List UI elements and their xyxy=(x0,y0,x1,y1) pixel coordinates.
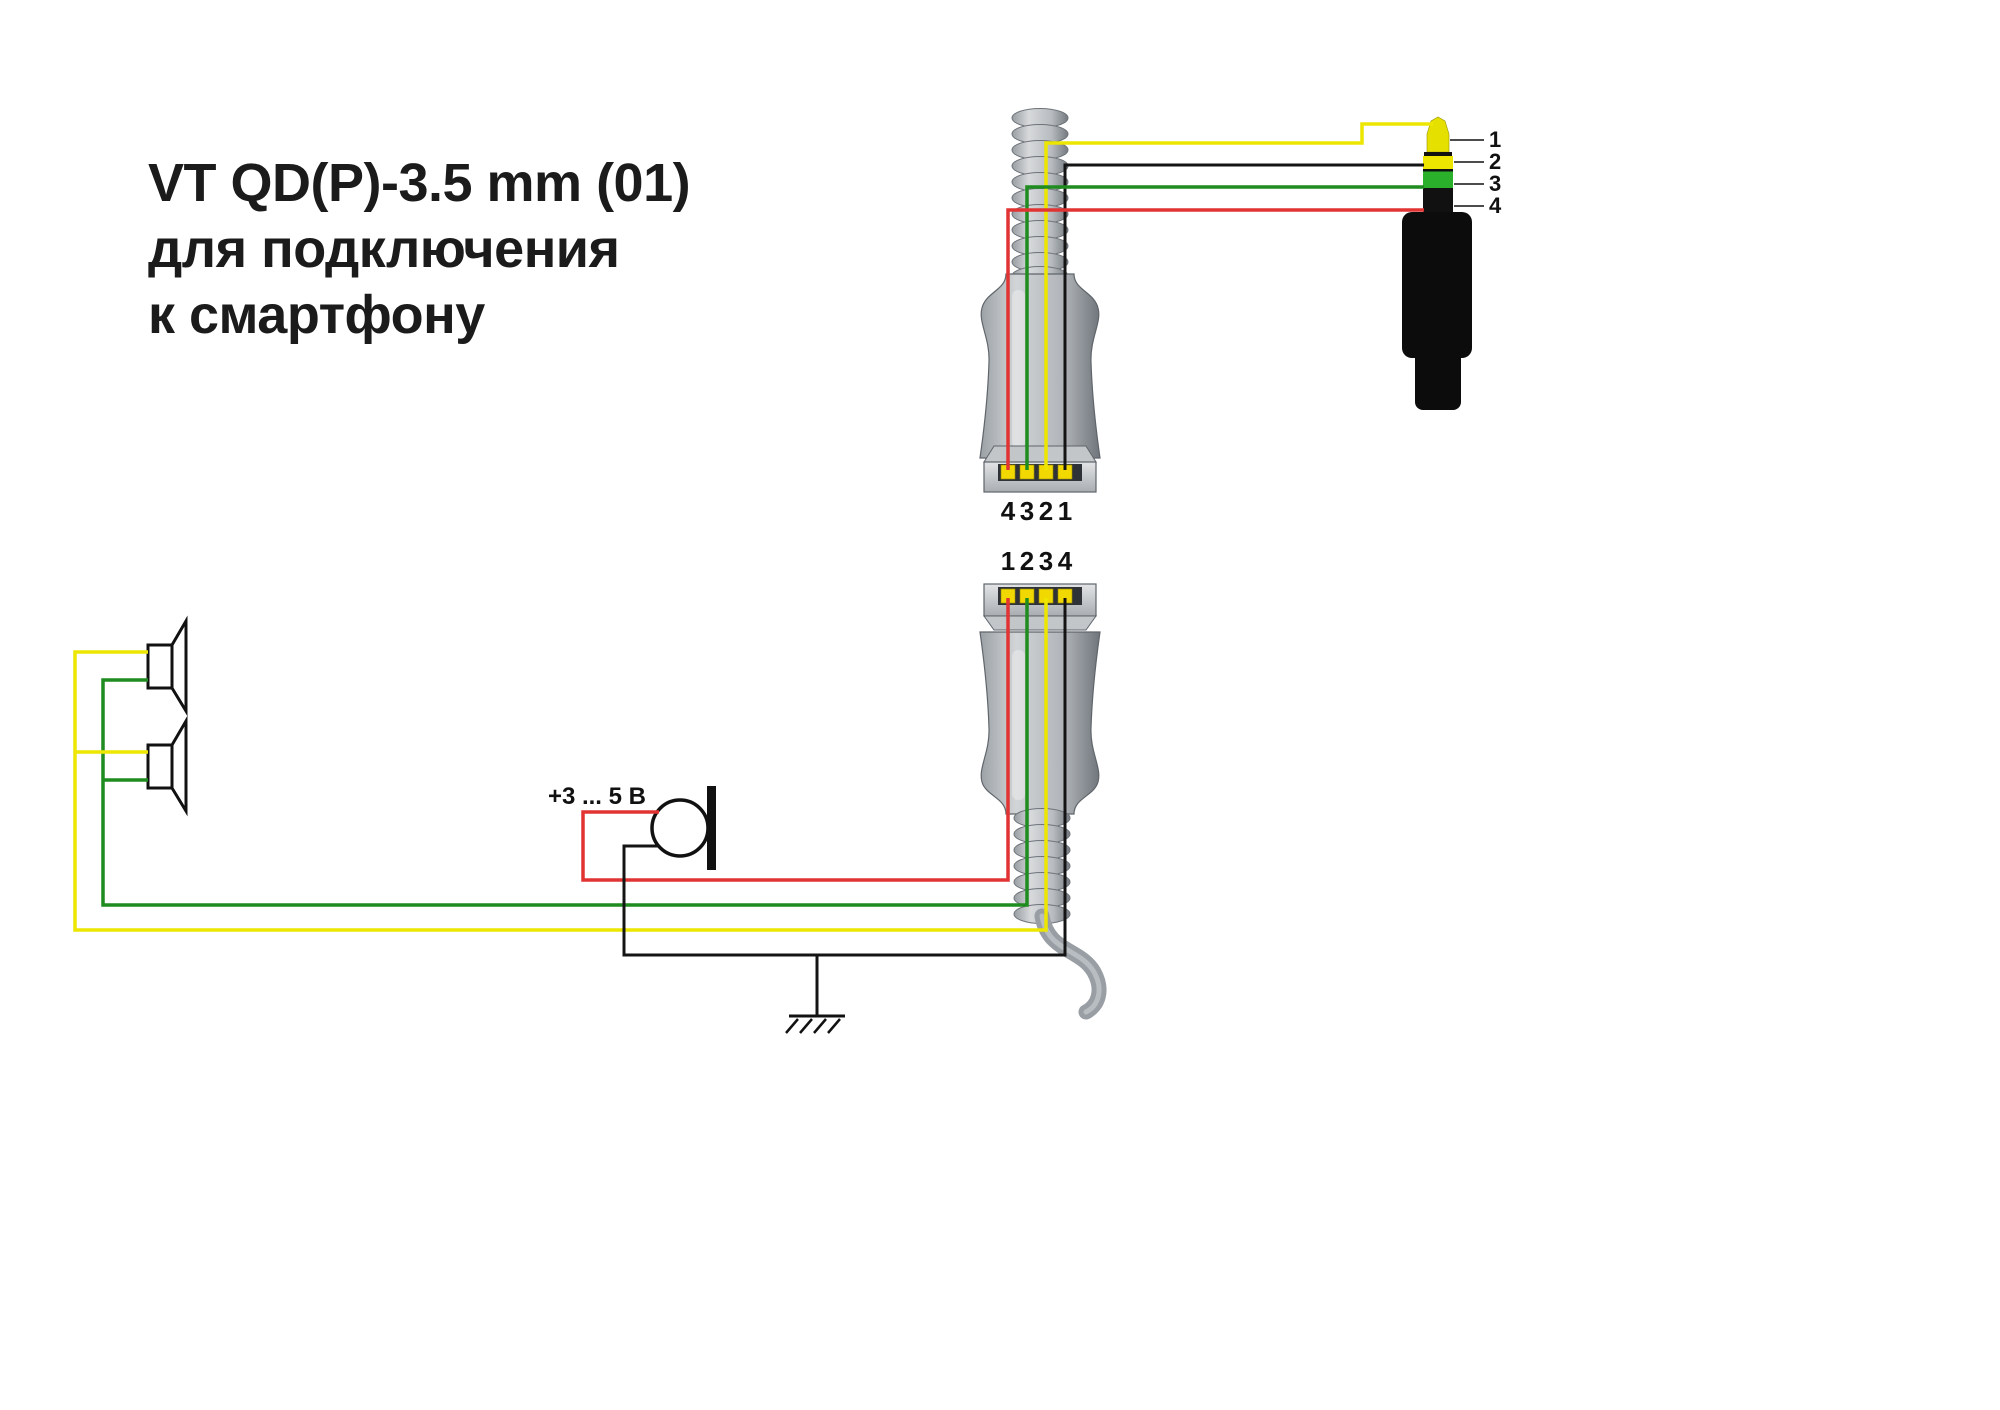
wire-black-bottom xyxy=(622,598,1067,957)
plug-handle-lower xyxy=(1415,350,1461,410)
plug-pin-label: 2 xyxy=(1489,149,1501,174)
microphone-capsule xyxy=(650,798,710,858)
jack-plug-3_5mm xyxy=(1402,116,1484,410)
qd-bottom-pin-label: 4 xyxy=(1058,546,1073,576)
speaker-2-cone xyxy=(170,715,188,817)
connector-body-bottom-highlight xyxy=(1012,650,1025,800)
qd-connector-bottom xyxy=(979,583,1107,1020)
plug-pin-label: 3 xyxy=(1489,171,1501,196)
qd-top-pin-label: 4 xyxy=(1001,496,1016,526)
connector-face-top xyxy=(983,445,1097,493)
qd-bottom-pin-label: 3 xyxy=(1039,546,1053,576)
page-title: VT QD(P)-3.5 mm (01) для подключения к с… xyxy=(148,150,691,348)
connector-body-top-highlight xyxy=(1012,290,1025,448)
title-line-1: VT QD(P)-3.5 mm (01) xyxy=(148,153,691,213)
plug-pin-label: 4 xyxy=(1489,193,1502,218)
qd-connector-top xyxy=(979,108,1101,493)
plug-sleeve xyxy=(1423,188,1453,214)
qd-bottom-pin-label: 2 xyxy=(1020,546,1034,576)
plug-pin-ticks xyxy=(1450,139,1484,207)
connector-body-top xyxy=(979,273,1101,459)
title-line-2: для подключения xyxy=(148,219,620,279)
cable-tail-highlight xyxy=(1039,913,1102,1015)
qd-top-pin-label: 2 xyxy=(1039,496,1053,526)
wire-red-bottom xyxy=(581,598,1010,882)
plug-ring-yellow xyxy=(1423,156,1453,169)
microphone xyxy=(650,786,716,870)
plug-ring-green xyxy=(1423,171,1453,188)
plug-pin-labels: 1 2 3 4 xyxy=(1489,127,1502,218)
qd-bottom-pin-labels: 1 2 3 4 xyxy=(1001,546,1073,576)
title-line-3: к смартфону xyxy=(148,285,485,345)
mic-voltage-label: +3 ... 5 В xyxy=(548,783,646,810)
wires-bottom xyxy=(73,598,1067,1016)
connector-face-bottom xyxy=(983,583,1097,631)
qd-top-pin-labels: 4 3 2 1 xyxy=(1001,496,1072,526)
speaker-1 xyxy=(146,615,188,717)
wire-green-bottom xyxy=(101,598,1029,907)
plug-pin-label: 1 xyxy=(1489,127,1501,152)
plug-separator xyxy=(1423,169,1453,172)
speaker-1-cone xyxy=(170,615,188,717)
plug-handle-upper xyxy=(1402,212,1472,358)
ground-symbol xyxy=(785,1014,845,1034)
qd-top-pin-label: 3 xyxy=(1020,496,1034,526)
wire-yellow-top xyxy=(1044,122,1433,470)
wire-red-top xyxy=(1006,208,1424,470)
wire-green-top xyxy=(1025,185,1424,470)
speaker-2-driver xyxy=(146,743,174,790)
wires-top xyxy=(1006,122,1433,470)
plug-separator xyxy=(1424,152,1452,156)
strain-relief-tube-top xyxy=(1011,108,1069,286)
speaker-2 xyxy=(146,715,188,817)
microphone-plate xyxy=(707,786,716,870)
wire-yellow-bottom xyxy=(73,598,1048,932)
qd-bottom-pin-label: 1 xyxy=(1001,546,1015,576)
speaker-1-driver xyxy=(146,643,174,690)
qd-top-pin-label: 1 xyxy=(1058,496,1072,526)
wire-black-top xyxy=(1063,163,1424,470)
connector-body-bottom xyxy=(979,631,1101,815)
